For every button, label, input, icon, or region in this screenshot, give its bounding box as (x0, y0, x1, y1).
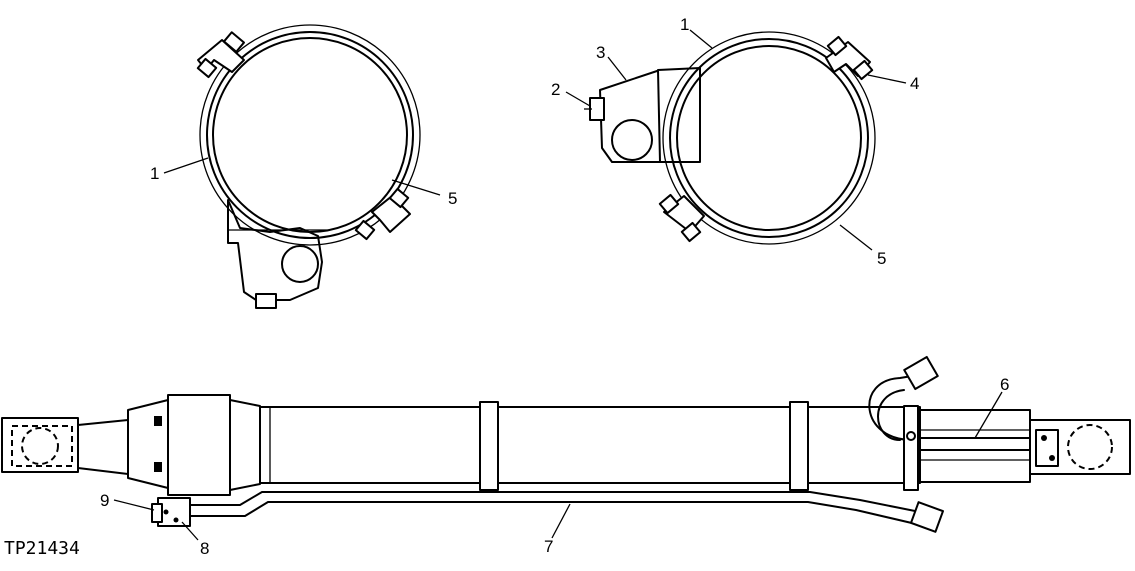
left-tube-outer (206, 31, 414, 239)
right-bracket-bolt (589, 97, 605, 121)
callout-5-left: 5 (448, 189, 457, 208)
callout-7: 7 (544, 537, 553, 556)
piston-rod (77, 419, 129, 475)
left-mount-bolt (255, 293, 277, 309)
left-clamp-band (199, 24, 421, 246)
cylinder-barrel (259, 406, 921, 484)
leader-lines (113, 29, 1003, 541)
callout-6: 6 (1000, 375, 1009, 394)
cylinder-head (167, 394, 231, 496)
lower-hose-fitting (910, 501, 944, 533)
base-port-block (1035, 429, 1059, 467)
callout-2: 2 (551, 80, 560, 99)
right-bracket-boss (611, 119, 653, 161)
callout-5-right: 5 (877, 249, 886, 268)
right-tube-outer (669, 38, 869, 238)
left-tube-inner (212, 37, 408, 233)
barrel-clamp-2 (789, 401, 809, 491)
callout-4: 4 (910, 74, 919, 93)
right-tube-inner (676, 45, 862, 231)
cylinder-side-view (1, 355, 1131, 533)
callout-8: 8 (200, 539, 209, 558)
callout-1-left: 1 (150, 164, 159, 183)
lower-tube (189, 491, 921, 513)
left-end-view (196, 24, 421, 309)
callout-1-right: 1 (680, 15, 689, 34)
cylinder-base (919, 409, 1031, 483)
callout-9: 9 (100, 491, 109, 510)
cylinder-gland (127, 399, 169, 489)
callout-3: 3 (596, 43, 605, 62)
callout-labels: 1 5 1 3 2 4 5 6 7 8 9 TP21434 (4, 15, 1009, 559)
left-mount-boss (281, 245, 319, 283)
upper-hose-fitting (903, 355, 939, 391)
right-clamp-band (662, 31, 876, 245)
right-end-view (584, 31, 876, 245)
barrel-clamp-1 (479, 401, 499, 491)
tube-clamp (903, 405, 919, 491)
figure-id-label: TP21434 (4, 538, 80, 559)
